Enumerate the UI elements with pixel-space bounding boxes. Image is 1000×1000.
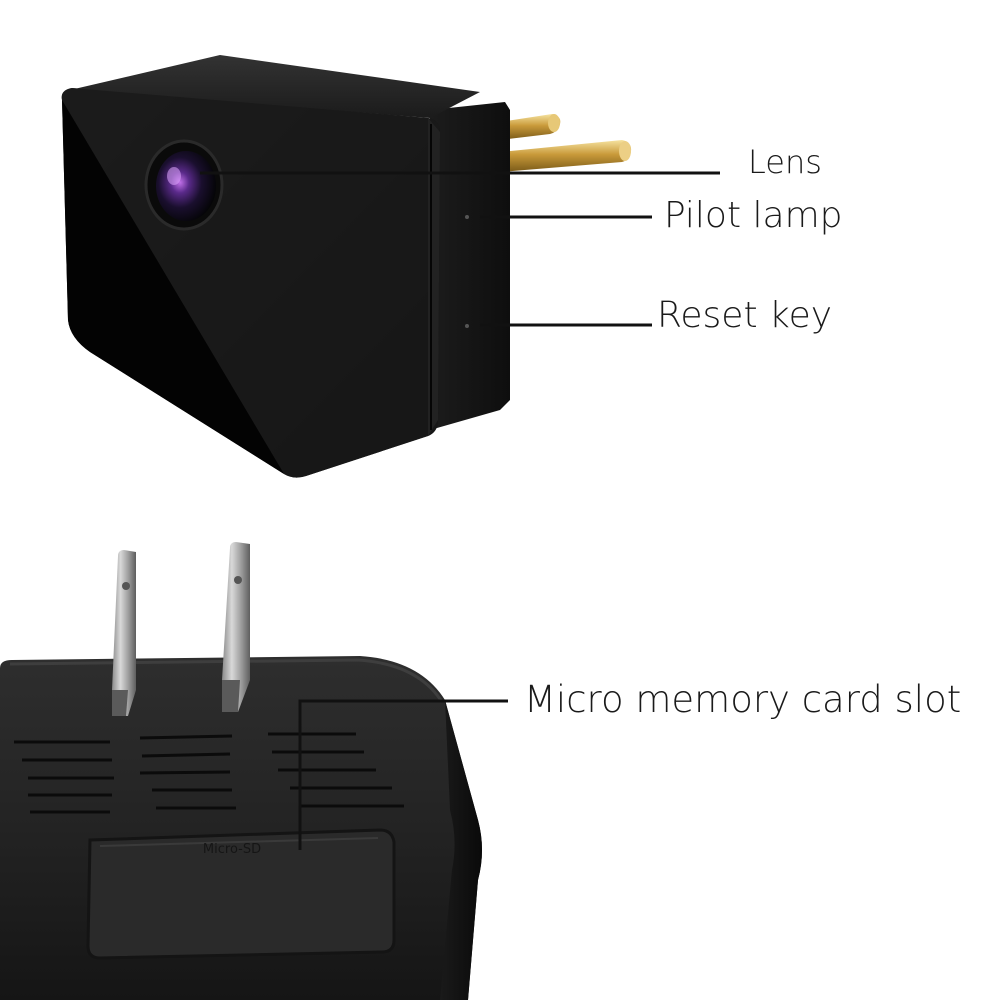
memory-card-slot-label: Micro memory card slot (524, 678, 962, 721)
camera-cube (61, 55, 632, 478)
memory-card-slot: Micro-SD (86, 828, 396, 960)
eu-plug-pins (496, 114, 632, 232)
pilot-lamp-hole (465, 215, 469, 219)
us-plug-pins (112, 542, 250, 716)
reset-key-hole (465, 324, 469, 328)
callout-line-bottom (298, 699, 508, 850)
lens-icon (144, 139, 224, 231)
lens-label: Lens (748, 143, 822, 181)
pilot-lamp-label: Pilot lamp (664, 195, 843, 236)
reset-key-label: Reset key (657, 295, 833, 336)
callout-lines-top (200, 171, 720, 327)
slot-marking: Micro-SD (203, 842, 261, 857)
vent-slots (14, 732, 404, 814)
us-plug-view: Micro-SD (0, 542, 482, 1000)
